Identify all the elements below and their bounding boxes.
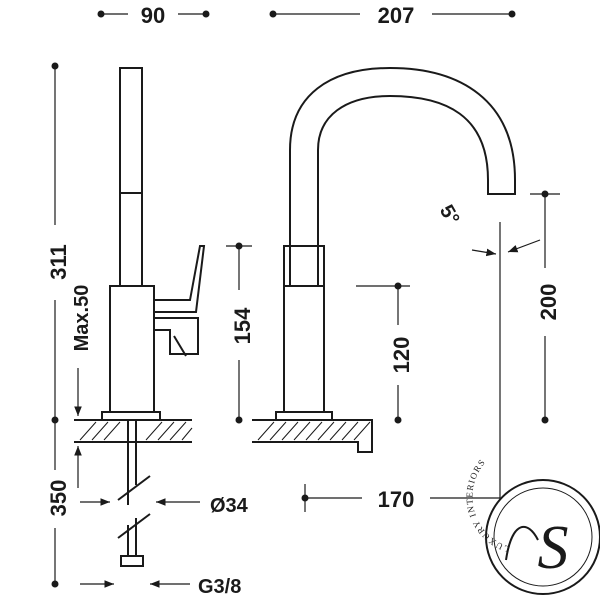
dim-lever-height: 154: [226, 242, 255, 424]
dim-200-label: 200: [536, 284, 561, 321]
dim-spout-reach: 170: [301, 484, 500, 512]
dim-thread: G3/8: [80, 576, 241, 598]
countertop-front: [252, 419, 373, 453]
dim-90-label: 90: [141, 3, 165, 28]
dim-diameter-label: Ø34: [210, 495, 249, 517]
dim-width-front: 207: [269, 3, 516, 28]
dim-170-label: 170: [378, 487, 415, 512]
dim-width-side: 90: [97, 3, 210, 28]
dim-max-deck: Max.50: [71, 285, 93, 488]
dim-pipe-diameter: Ø34: [80, 495, 249, 517]
dim-angle-label: 5°: [435, 201, 464, 229]
dim-height-total: 311: [46, 62, 71, 424]
dim-max50-label: Max.50: [71, 285, 93, 352]
dim-body-height: 120: [356, 282, 414, 424]
dim-pipe-length: 350: [46, 420, 71, 588]
dim-154-label: 154: [230, 307, 255, 344]
dim-350-label: 350: [46, 480, 71, 517]
faucet-side-view: [101, 67, 206, 421]
luxury-interiors-logo: LUXURY INTERIORS S: [464, 457, 600, 595]
dim-spout-angle: 5°: [435, 201, 541, 257]
countertop-side: [74, 419, 193, 443]
dim-120-label: 120: [389, 337, 414, 374]
dim-thread-label: G3/8: [198, 576, 241, 598]
dim-311-label: 311: [46, 244, 71, 280]
logo-monogram: S: [538, 514, 569, 582]
dim-207-label: 207: [378, 3, 415, 28]
dim-spout-height: 200: [530, 190, 561, 424]
faucet-front-view: [275, 66, 516, 421]
supply-pipe: [117, 420, 151, 567]
